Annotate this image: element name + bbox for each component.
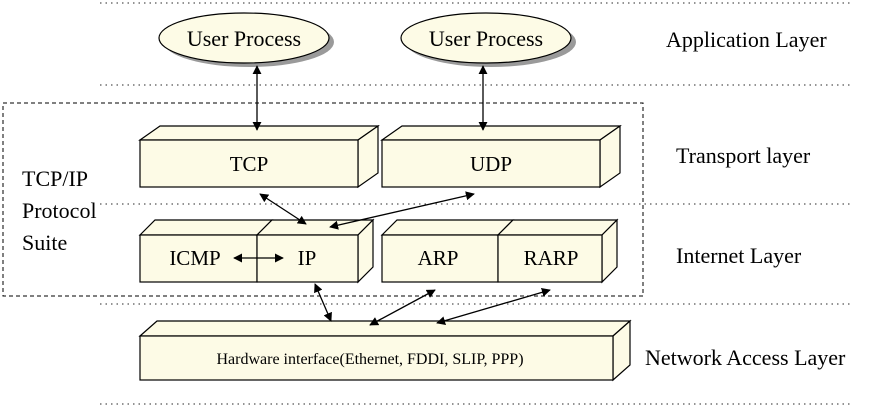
user-process-left: User Process — [158, 12, 334, 67]
arrow-udp-ip — [329, 191, 475, 230]
user-process-left-label: User Process — [187, 26, 301, 51]
suite-label-line-2: Protocol — [22, 198, 97, 223]
arrow-rarp-hardware — [436, 287, 551, 326]
user-process-right: User Process — [400, 12, 576, 67]
layer-label-application: Application Layer — [666, 27, 827, 52]
hardware-interface-box: Hardware interface(Ethernet, FDDI, SLIP,… — [138, 319, 632, 382]
suite-label: TCP/IP Protocol Suite — [22, 166, 97, 255]
icmp-label: ICMP — [169, 246, 220, 270]
ip-label: IP — [298, 246, 317, 270]
arp-label: ARP — [418, 246, 459, 270]
hardware-interface-label: Hardware interface(Ethernet, FDDI, SLIP,… — [216, 351, 523, 368]
layer-labels: Application Layer Transport layer Intern… — [645, 27, 846, 370]
arrow-arp-hardware — [369, 289, 436, 326]
layer-label-transport: Transport layer — [676, 143, 811, 168]
suite-label-line-1: TCP/IP — [22, 166, 88, 191]
ip-box: IP — [255, 218, 375, 284]
suite-boundary — [2, 102, 644, 297]
tcp-box: TCP — [138, 124, 380, 189]
udp-box: UDP — [380, 124, 622, 189]
arrow-tcp-ip — [259, 193, 307, 225]
layer-label-network-access: Network Access Layer — [645, 345, 846, 370]
arrow-ip-hardware — [314, 283, 332, 322]
tcp-label: TCP — [230, 152, 269, 176]
udp-label: UDP — [470, 152, 512, 176]
connections — [233, 65, 551, 326]
rarp-label: RARP — [524, 246, 579, 270]
rarp-box: RARP — [496, 218, 619, 284]
user-process-right-label: User Process — [429, 26, 543, 51]
layer-label-internet: Internet Layer — [676, 243, 802, 268]
arp-box: ARP — [380, 219, 515, 283]
icmp-box: ICMP — [138, 219, 274, 283]
suite-label-line-3: Suite — [22, 230, 67, 255]
